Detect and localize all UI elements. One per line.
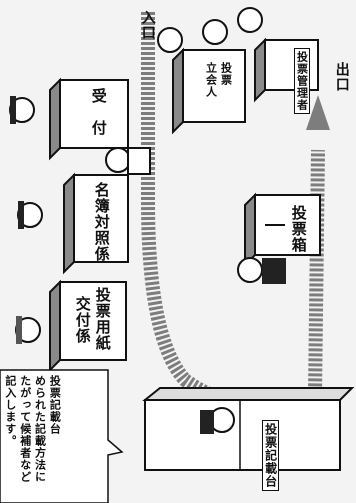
note-line-1: められた記載方法に bbox=[33, 375, 47, 483]
ballot-box bbox=[244, 192, 321, 268]
ballot-issue-desk bbox=[49, 279, 127, 373]
reception-desk bbox=[49, 77, 129, 161]
manager-label: 投票管理者 bbox=[294, 48, 310, 114]
witness-label-1: 投票 bbox=[219, 62, 233, 86]
ballot-issue-label-1: 投票用紙 bbox=[93, 287, 112, 351]
writing-desk bbox=[142, 387, 355, 471]
note-line-2: たがって候補者など bbox=[18, 375, 32, 483]
note-text: 投票記載台 められた記載方法に たがって候補者など 記入します。 bbox=[2, 375, 62, 500]
official-figure-icon bbox=[157, 7, 263, 53]
reception-label: 受 付 bbox=[89, 88, 108, 136]
voter-figure-icon bbox=[105, 147, 286, 434]
note-bubble bbox=[0, 369, 124, 503]
entrance-label: 入口 bbox=[139, 10, 156, 40]
ballot-box-label: 投票箱 bbox=[289, 205, 308, 253]
writing-desk-label: 投票記載台 bbox=[262, 420, 279, 491]
register-check-desk bbox=[63, 172, 129, 275]
exit-label: 出口 bbox=[333, 62, 350, 92]
arrow-up-icon bbox=[306, 95, 330, 130]
register-check-label: 名簿対照係 bbox=[92, 182, 111, 262]
official-figure-icon bbox=[9, 96, 43, 344]
note-line-3: 記入します。 bbox=[3, 375, 17, 447]
ballot-issue-label-2: 交付係 bbox=[73, 296, 92, 344]
note-heading: 投票記載台 bbox=[48, 375, 62, 435]
witness-table bbox=[172, 47, 246, 135]
witness-label-2: 立会人 bbox=[204, 62, 218, 98]
